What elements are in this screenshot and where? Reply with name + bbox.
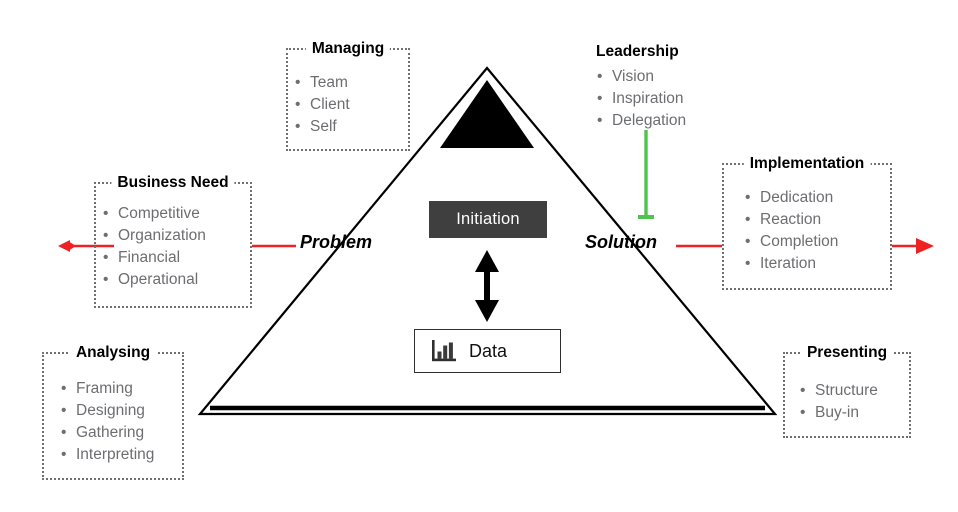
data-box[interactable]: Data <box>414 329 561 373</box>
panel-leadership[interactable]: Leadership Vision Inspiration Delegation <box>590 42 730 138</box>
list-item: Completion <box>738 231 890 253</box>
panel-implementation-title: Implementation <box>743 154 871 173</box>
panel-analysing-title: Analysing <box>69 343 157 362</box>
list-item: Inspiration <box>590 88 730 110</box>
list-item: Structure <box>793 380 909 402</box>
panel-presenting-title: Presenting <box>800 343 894 362</box>
list-item: Organization <box>96 225 250 247</box>
panel-implementation[interactable]: Implementation Dedication Reaction Compl… <box>722 154 892 290</box>
panel-managing-bullets: Team Client Self <box>288 72 408 138</box>
panel-managing[interactable]: Managing Team Client Self <box>286 39 410 151</box>
problem-label: Problem <box>300 232 373 252</box>
list-item: Client <box>288 94 408 116</box>
left-arrow-icon <box>58 240 70 252</box>
panel-leadership-bullets: Vision Inspiration Delegation <box>590 66 730 132</box>
list-item: Team <box>288 72 408 94</box>
list-item: Delegation <box>590 110 730 132</box>
list-item: Designing <box>54 400 182 422</box>
initiation-box[interactable]: Initiation <box>429 201 547 238</box>
filled-triangle <box>440 80 534 148</box>
panel-business-need-title: Business Need <box>111 173 235 192</box>
panel-leadership-title: Leadership <box>590 42 685 61</box>
list-item: Interpreting <box>54 444 182 466</box>
list-item: Buy-in <box>793 402 909 424</box>
list-item: Framing <box>54 378 182 400</box>
data-label: Data <box>469 340 508 361</box>
list-item: Reaction <box>738 209 890 231</box>
list-item: Competitive <box>96 203 250 225</box>
left-arrow-icon-tail <box>68 241 76 251</box>
initiation-label: Initiation <box>456 210 520 228</box>
panel-business-need[interactable]: Business Need Competitive Organization F… <box>94 173 252 308</box>
right-arrow-icon <box>916 238 934 254</box>
list-item: Self <box>288 116 408 138</box>
panel-analysing[interactable]: Analysing Framing Designing Gathering In… <box>42 343 184 480</box>
list-item: Financial <box>96 247 250 269</box>
list-item: Vision <box>590 66 730 88</box>
solution-label: Solution <box>585 232 657 252</box>
double-headed-arrow-up-head <box>475 250 499 272</box>
panel-presenting-bullets: Structure Buy-in <box>785 380 909 424</box>
panel-managing-title: Managing <box>305 39 391 58</box>
list-item: Operational <box>96 269 250 291</box>
list-item: Iteration <box>738 253 890 275</box>
panel-implementation-bullets: Dedication Reaction Completion Iteration <box>724 187 890 275</box>
double-headed-arrow-down-head <box>475 300 499 322</box>
panel-analysing-bullets: Framing Designing Gathering Interpreting <box>44 378 182 466</box>
list-item: Dedication <box>738 187 890 209</box>
panel-business-need-bullets: Competitive Organization Financial Opera… <box>96 203 250 291</box>
panel-presenting[interactable]: Presenting Structure Buy-in <box>783 343 911 438</box>
list-item: Gathering <box>54 422 182 444</box>
bar-chart-icon <box>431 339 457 363</box>
